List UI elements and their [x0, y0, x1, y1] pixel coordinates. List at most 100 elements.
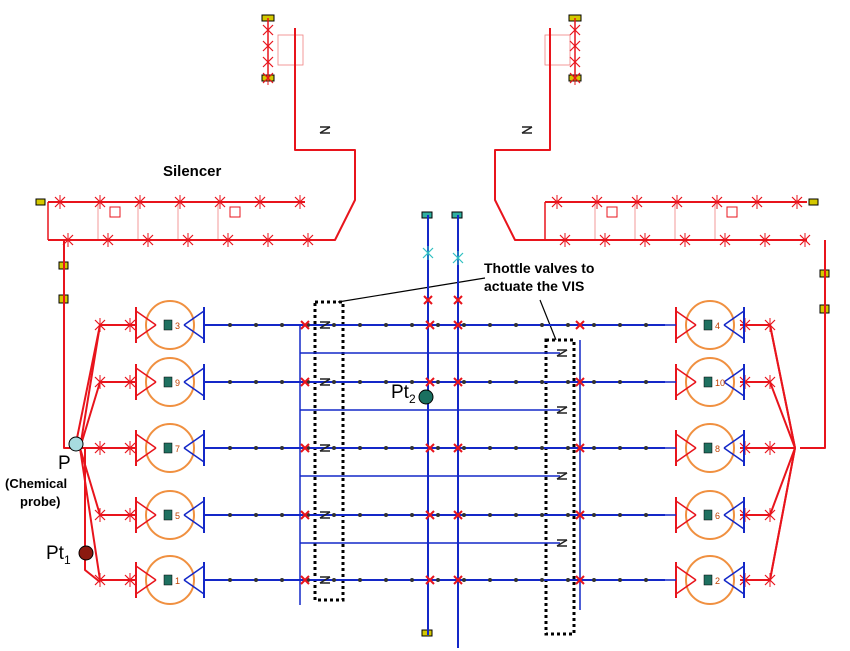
junction-marker: [453, 510, 463, 520]
cross-marker: [262, 233, 274, 247]
cross-marker: [569, 55, 581, 69]
chemical-probe-line2: probe): [20, 494, 61, 509]
node-dot: [254, 578, 258, 582]
right-riser-high: [740, 324, 796, 449]
node-dot: [644, 323, 648, 327]
engine-cylinder-icon: 7: [135, 423, 205, 473]
cross-marker: [124, 573, 136, 587]
cross-marker: [711, 195, 723, 209]
pressure-probe-pt1: [78, 545, 94, 561]
cross-marker: [764, 573, 776, 587]
node-dot: [384, 380, 388, 384]
cylinder-number: 8: [715, 444, 720, 454]
node-dot: [280, 323, 284, 327]
throttle-valve-icon: [319, 126, 331, 134]
left-stack-filter: [277, 34, 304, 66]
silencer-box-icon: [109, 206, 121, 218]
node-dot: [436, 446, 440, 450]
node-dot: [358, 323, 362, 327]
cylinder-number: 5: [175, 511, 180, 521]
node-dot: [228, 323, 232, 327]
throttle-valve-icon: [319, 511, 331, 519]
throttle-valve-icon: [319, 444, 331, 452]
node-dot: [332, 323, 336, 327]
engine-cylinder-icon: 8: [650, 423, 745, 473]
junction-marker: [425, 575, 435, 585]
throttle-valve-icon: [521, 126, 533, 134]
cross-marker: [94, 195, 106, 209]
left-outer-exhaust: [63, 240, 80, 449]
node-dot: [488, 513, 492, 517]
node-dot: [540, 513, 544, 517]
cross-marker: [551, 195, 563, 209]
node-dot: [332, 380, 336, 384]
node-dot: [592, 578, 596, 582]
node-dot: [436, 380, 440, 384]
node-dot: [514, 446, 518, 450]
cross-marker: [302, 233, 314, 247]
boundary-valve: [808, 198, 819, 206]
cross-marker: [422, 246, 434, 260]
cross-marker: [94, 375, 106, 389]
junction-marker: [425, 320, 435, 330]
cross-marker: [262, 23, 274, 37]
node-dot: [462, 513, 466, 517]
silencer-label: Silencer: [163, 163, 222, 180]
node-dot: [436, 323, 440, 327]
cylinder-number: 9: [175, 378, 180, 388]
node-dot: [618, 446, 622, 450]
junction-marker: [423, 295, 433, 305]
junction-marker: [453, 377, 463, 387]
node-dot: [332, 513, 336, 517]
node-dot: [384, 578, 388, 582]
node-dot: [228, 513, 232, 517]
node-dot: [566, 323, 570, 327]
right-outer-exhaust: [800, 240, 826, 449]
pt2-label: Pt2: [391, 382, 416, 406]
cross-marker: [124, 318, 136, 332]
node-dot: [488, 323, 492, 327]
cross-marker: [599, 233, 611, 247]
cross-marker: [54, 195, 66, 209]
junction-marker: [425, 510, 435, 520]
cross-marker: [174, 195, 186, 209]
node-dot: [514, 323, 518, 327]
node-dot: [566, 513, 570, 517]
silencer-box-icon: [606, 206, 618, 218]
cross-marker: [124, 375, 136, 389]
node-dot: [540, 380, 544, 384]
node-dot: [644, 578, 648, 582]
engine-cylinder-icon: 3: [135, 300, 205, 350]
pt1-sub: 1: [63, 552, 71, 567]
cylinder-number: 6: [715, 511, 720, 521]
engine-cylinder-icon: 10: [650, 357, 745, 407]
chemical-probe-line1: (Chemical: [5, 476, 68, 491]
node-dot: [436, 513, 440, 517]
throttle-valve-icon: [556, 406, 568, 414]
throttle-valve-icon: [556, 539, 568, 547]
junction-marker: [425, 377, 435, 387]
node-dot: [228, 380, 232, 384]
cylinder-number: 10: [715, 378, 725, 388]
cylinder-number: 3: [175, 321, 180, 331]
node-dot: [618, 578, 622, 582]
cross-marker: [791, 195, 803, 209]
cross-marker: [62, 233, 74, 247]
node-dot: [514, 380, 518, 384]
junction-marker: [453, 575, 463, 585]
node-dot: [618, 380, 622, 384]
node-dot: [410, 513, 414, 517]
throttle-leader-right: [539, 299, 557, 341]
node-dot: [280, 513, 284, 517]
node-dot: [280, 380, 284, 384]
cross-marker: [294, 195, 306, 209]
node-dot: [540, 323, 544, 327]
node-dot: [592, 380, 596, 384]
cross-marker: [94, 318, 106, 332]
engine-cylinder-icon: 9: [135, 357, 205, 407]
throttle-valve-icon: [319, 378, 331, 386]
throttle-note-line2: actuate the VIS: [484, 278, 585, 294]
node-dot: [462, 578, 466, 582]
cross-marker: [262, 55, 274, 69]
node-dot: [410, 323, 414, 327]
